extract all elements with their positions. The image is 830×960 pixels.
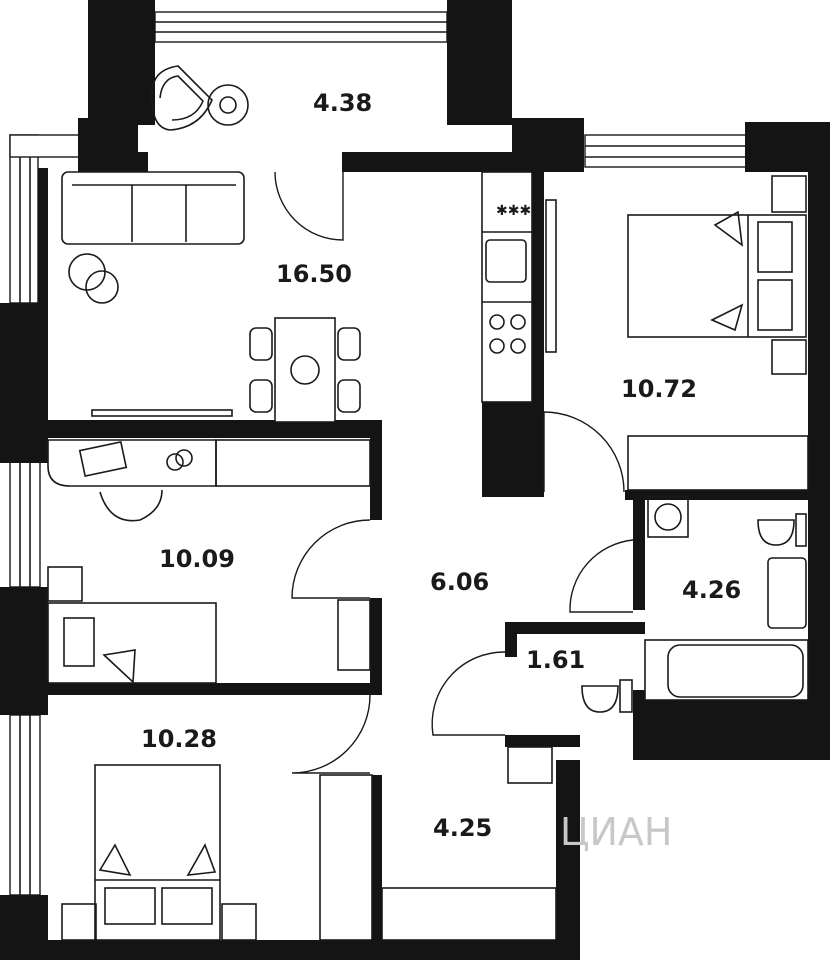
living-furniture: ✱✱✱	[61, 171, 557, 423]
area-entrance: 4.25	[433, 814, 492, 842]
balcony-window	[154, 11, 448, 43]
bedroom-left-window	[9, 714, 41, 896]
office-chair-icon	[99, 489, 163, 522]
nightstand-icon	[771, 175, 807, 213]
wardrobe-icon	[319, 774, 373, 941]
dining-table-icon	[274, 317, 336, 423]
wardrobe-icon	[381, 887, 557, 941]
watermark: ЦИАН	[560, 810, 673, 854]
bedroom-right-furniture	[627, 175, 809, 491]
area-bathroom: 4.26	[682, 576, 741, 604]
hob-icon: ✱✱✱	[496, 202, 531, 218]
area-study-room: 10.09	[159, 545, 235, 573]
nightstand-icon	[771, 339, 807, 375]
doors	[274, 171, 634, 774]
nightstand-icon	[221, 903, 257, 941]
wardrobe-icon	[627, 435, 809, 491]
area-bedroom-right: 10.72	[621, 375, 697, 403]
radiator-icon	[337, 599, 371, 671]
stove-icon	[489, 314, 505, 330]
room-labels: 4.38 16.50 10.72 10.09 6.06 4.26 1.61 10…	[141, 89, 741, 842]
desk-icon	[47, 439, 217, 487]
toilet-door	[431, 651, 506, 736]
tv-icon	[91, 409, 233, 417]
fridge-icon	[545, 199, 557, 353]
entrance-furniture	[381, 746, 557, 941]
area-balcony: 4.38	[313, 89, 372, 117]
toilet-icon	[757, 519, 795, 546]
sink-icon	[485, 239, 527, 283]
bedroom-left-door	[291, 694, 371, 774]
bed-icon	[627, 214, 807, 338]
nightstand-icon	[47, 566, 83, 602]
area-toilet: 1.61	[526, 646, 585, 674]
study-furniture	[47, 439, 371, 684]
wardrobe-icon	[215, 439, 371, 487]
bedroom-right-door	[543, 411, 625, 493]
armchair-icon	[151, 65, 213, 131]
area-living-kitchen: 16.50	[276, 260, 352, 288]
sink-icon	[767, 557, 807, 629]
living-window	[9, 134, 39, 304]
flower-pot-icon	[207, 84, 249, 126]
bathroom-furniture	[581, 496, 809, 713]
sofa-icon	[61, 171, 245, 245]
washing-machine-icon	[647, 496, 689, 538]
nightstand-icon	[61, 903, 97, 941]
kitchen-counter	[481, 171, 533, 403]
balcony-furniture	[151, 65, 249, 131]
bathroom-door	[569, 539, 634, 613]
flower-icon	[290, 355, 320, 385]
bedroom-left-furniture	[61, 764, 373, 941]
study-window	[9, 461, 41, 588]
area-bedroom-left: 10.28	[141, 725, 217, 753]
balcony-door	[274, 171, 344, 241]
side-table-icon	[68, 253, 106, 291]
area-hallway: 6.06	[430, 568, 489, 596]
laptop-icon	[78, 440, 128, 478]
windows	[9, 11, 751, 896]
bed-icon	[94, 764, 221, 941]
toilet-icon	[581, 685, 619, 713]
bathtub-icon	[644, 639, 809, 701]
study-door	[291, 519, 371, 599]
shoe-rack-icon	[507, 746, 553, 784]
bedroom-right-window	[584, 134, 751, 168]
chair-icon	[249, 327, 273, 361]
bed-icon	[47, 602, 217, 684]
